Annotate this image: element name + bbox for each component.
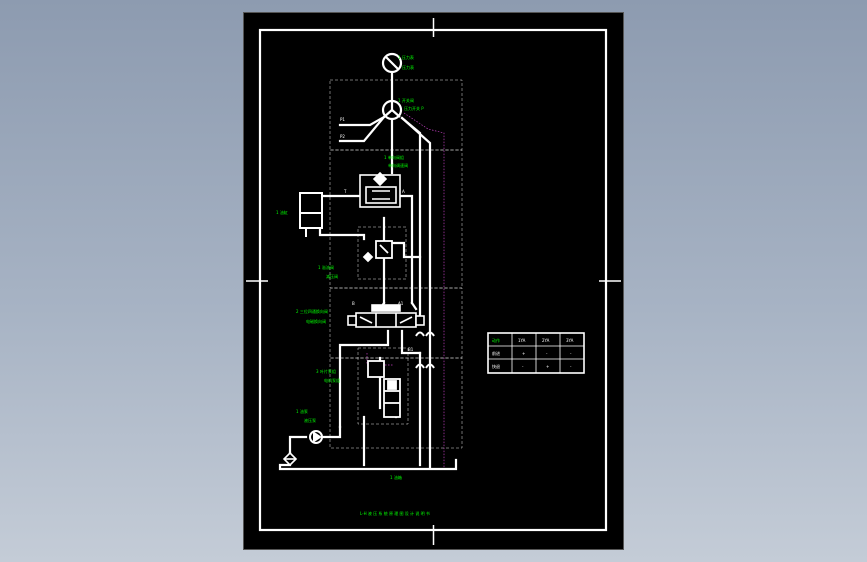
label-directional-name: 电磁换向阀	[306, 318, 326, 324]
relief-valve-icon	[362, 240, 393, 263]
port-label: B1	[408, 347, 414, 352]
hydraulic-cylinder-icon	[299, 192, 323, 237]
label-directional-code: 2 三位四通换向阀	[296, 308, 328, 314]
label-pump-code: 1 油泵	[296, 408, 308, 414]
drawing-frame	[246, 18, 621, 545]
label-pump-group-code: 3 叶片泵组	[316, 368, 336, 374]
label-valve-top-name: 压力开关 P	[404, 105, 424, 111]
hydraulic-pump-icon	[309, 430, 323, 444]
port-label: B	[352, 301, 355, 306]
port-labels: P1 P2 T A B A1 B1	[340, 117, 414, 352]
dashed-zones	[329, 79, 463, 449]
label-block-code: 1 单向阀组	[384, 154, 404, 160]
drain-line	[366, 112, 445, 468]
label-relief-code: 1 溢流阀	[318, 264, 334, 270]
drawing-sheet: 1 压力表 压力表 1 开关阀 压力开关 P 1 单向阀组 单向调速阀 1 油缸…	[244, 13, 623, 549]
pressure-switch-icon	[381, 99, 403, 121]
port-label: A	[402, 189, 405, 194]
label-pump-name: 液压泵	[304, 417, 316, 423]
label-gauge-code: 1 压力表	[398, 54, 414, 60]
port-label: A1	[398, 301, 404, 306]
filter-icon	[282, 451, 298, 467]
hydraulic-schematic: 1 压力表 压力表 1 开关阀 压力开关 P 1 单向阀组 单向调速阀 1 油缸…	[246, 18, 621, 545]
label-relief-name: 减压阀	[326, 273, 338, 279]
label-valve-top-code: 1 开关阀	[398, 97, 414, 103]
port-label: P2	[340, 134, 345, 139]
port-label: T	[343, 189, 347, 194]
hydraulic-lines	[278, 71, 458, 471]
label-cylinder-code: 1 油缸	[276, 209, 288, 215]
check-throttle-valve-icon	[359, 171, 401, 208]
label-tank: 1 油箱	[390, 474, 402, 480]
port-label: P1	[340, 117, 345, 122]
pump-group-icon	[367, 360, 401, 418]
pressure-gauge-icon	[381, 52, 403, 74]
label-pump-group-name: 电机泵组	[324, 377, 340, 383]
label-gauge-name: 压力表	[402, 64, 414, 70]
directional-valve-icon	[347, 304, 425, 328]
drawing-title: L-H 液 压 系 统 原 理 图 设 计 说 明 书	[360, 510, 430, 516]
line-crossovers	[415, 331, 435, 369]
label-block-name: 单向调速阀	[388, 162, 408, 168]
component-labels: 1 压力表 压力表 1 开关阀 压力开关 P 1 单向阀组 单向调速阀 1 油缸…	[276, 54, 430, 516]
